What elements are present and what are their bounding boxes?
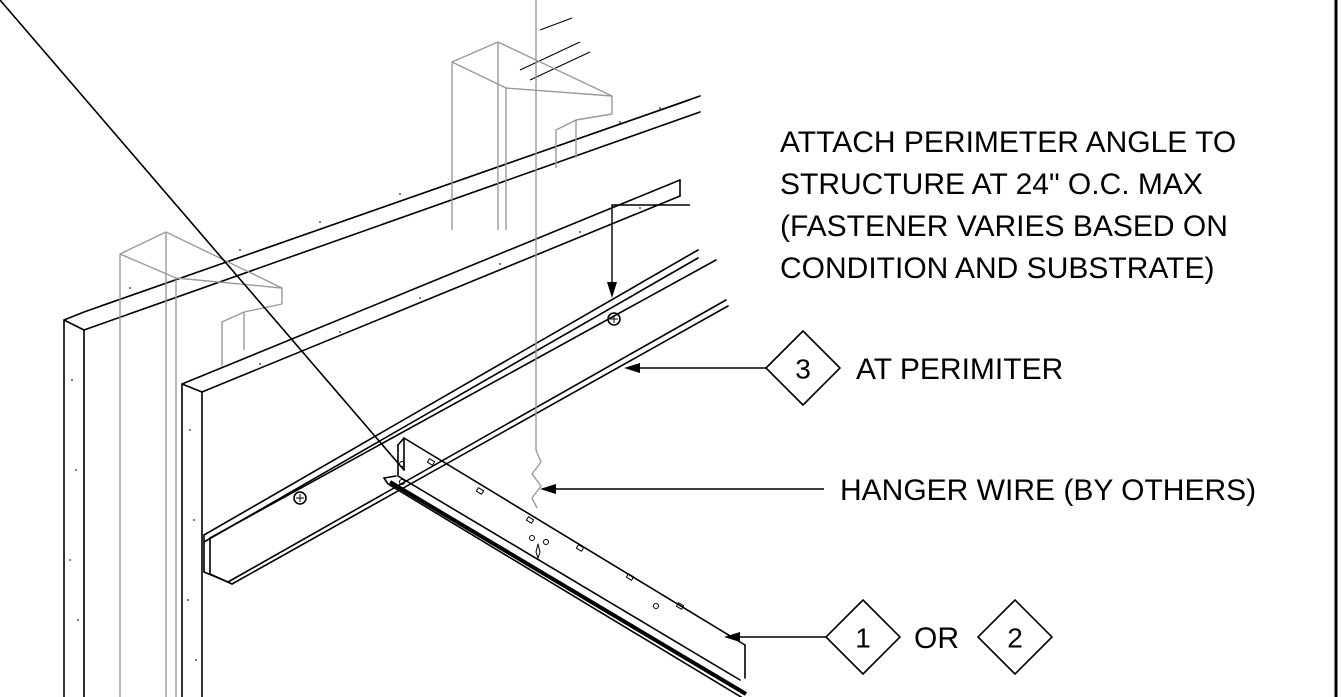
note-line: ATTACH PERIMETER ANGLE TO bbox=[780, 126, 1236, 159]
note-line: CONDITION AND SUBSTRATE) bbox=[780, 252, 1214, 285]
tee-tags-callout: 1 OR 2 bbox=[825, 599, 1053, 675]
diamond-tag bbox=[977, 599, 1053, 675]
front-stud bbox=[119, 231, 283, 697]
leader-arrowhead bbox=[624, 363, 640, 373]
leader-arrowhead bbox=[724, 632, 740, 642]
note-line: (FASTENER VARIES BASED ON bbox=[780, 210, 1228, 243]
main-runner bbox=[0, 0, 748, 697]
fastener-icon bbox=[293, 491, 307, 505]
or-label: OR bbox=[914, 622, 959, 655]
tag-3-callout: 3 AT PERIMITER bbox=[765, 330, 1063, 406]
perimeter-angle bbox=[203, 249, 729, 585]
leader-perimeter-angle bbox=[611, 204, 690, 290]
board-texture bbox=[69, 107, 661, 661]
at-perimiter-label: AT PERIMITER bbox=[856, 353, 1063, 386]
top-rails bbox=[519, 17, 591, 81]
tag-number: 3 bbox=[795, 354, 811, 385]
note-line: STRUCTURE AT 24" O.C. MAX bbox=[780, 168, 1203, 201]
back-stud bbox=[451, 41, 613, 230]
tag-number: 2 bbox=[1007, 623, 1023, 654]
front-wall-board bbox=[181, 179, 681, 697]
fastener-icon bbox=[607, 312, 621, 326]
leader-arrowhead bbox=[540, 484, 556, 494]
hanger-wire bbox=[531, 0, 542, 509]
diamond-tag bbox=[825, 599, 901, 675]
hanger-wire-label: HANGER WIRE (BY OTHERS) bbox=[840, 474, 1256, 507]
back-wall-board bbox=[63, 95, 701, 697]
tag-number: 1 bbox=[855, 623, 871, 654]
perimeter-angle-note: ATTACH PERIMETER ANGLE TO STRUCTURE AT 2… bbox=[780, 126, 1236, 285]
leader-arrowhead bbox=[607, 282, 617, 298]
diamond-tag bbox=[765, 330, 841, 406]
